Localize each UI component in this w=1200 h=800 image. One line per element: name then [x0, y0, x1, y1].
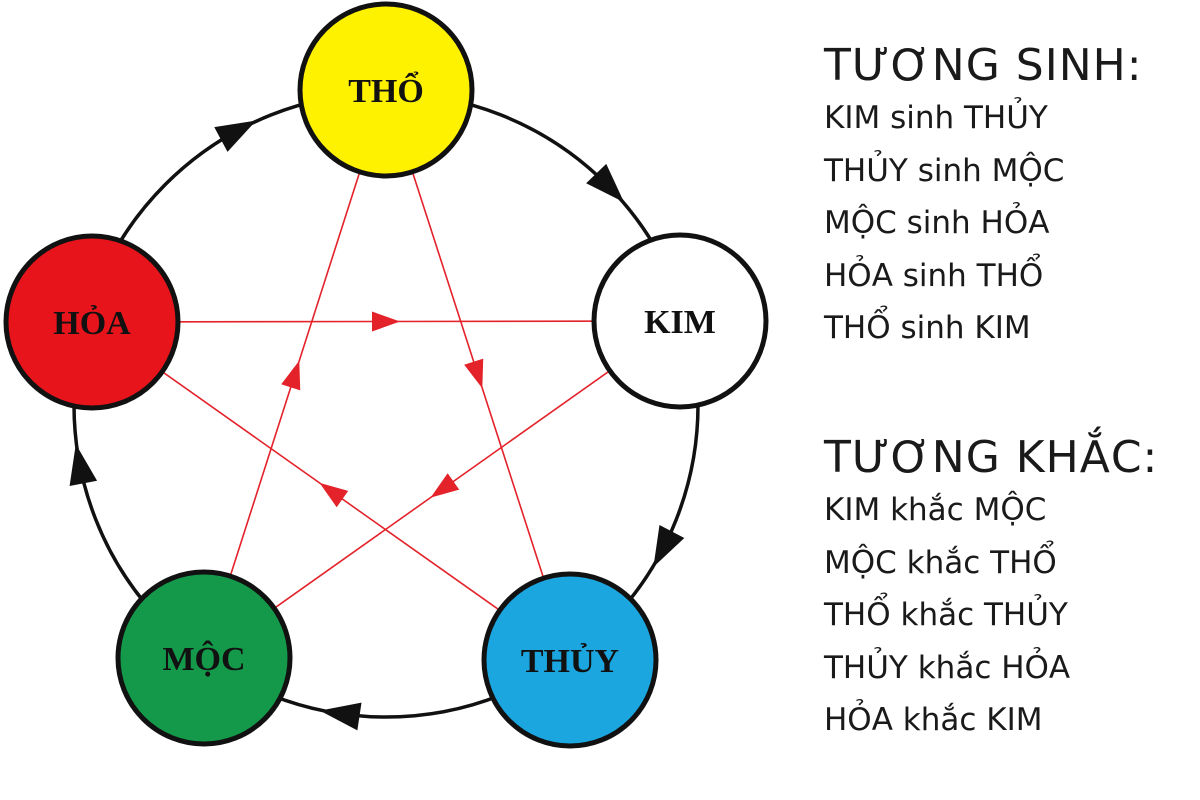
- element-circle-kim: [591, 232, 769, 410]
- element-label-hoa: HỎA: [53, 304, 131, 342]
- element-circle-hoa: [3, 233, 181, 411]
- element-circle-thuy: [481, 571, 659, 749]
- controlling-arrow-icon: [319, 482, 349, 508]
- tuong-sinh-item: MỘC sinh HỎA: [824, 205, 1050, 241]
- element-label-kim: KIM: [644, 304, 716, 341]
- tuong-khac-item: MỘC khắc THỔ: [824, 544, 1057, 581]
- generating-arrow-icon: [214, 120, 257, 152]
- five-elements-diagram: THỔ KIM THỦY MỘC HỎA: [3, 1, 769, 749]
- generating-arrow-icon: [319, 702, 362, 731]
- tuong-khac-title: TƯƠNG KHẮC:: [824, 432, 1159, 483]
- tuong-sinh-item: KIM sinh THỦY: [824, 100, 1048, 136]
- generating-arrow-icon: [586, 163, 625, 203]
- tuong-khac-section: TƯƠNG KHẮC: KIM khắc MỘC MỘC khắc THỔ TH…: [824, 432, 1158, 747]
- tuong-sinh-item: THỔ sinh KIM: [824, 310, 1031, 346]
- tuong-sinh-title: TƯƠNG SINH:: [824, 40, 1143, 91]
- tuong-khac-item: HỎA khắc KIM: [824, 702, 1043, 738]
- element-label-tho: THỔ: [348, 71, 424, 110]
- element-label-thuy: THỦY: [521, 642, 619, 680]
- element-label-moc: MỘC: [162, 640, 245, 678]
- controlling-arrow-icon: [371, 311, 400, 332]
- controlling-arrow-icon: [430, 473, 460, 498]
- controlling-arrow-icon: [281, 360, 301, 391]
- tuong-khac-item: THỦY khắc HỎA: [824, 649, 1071, 686]
- element-circle-tho: [297, 1, 475, 179]
- tuong-khac-item: KIM khắc MỘC: [824, 492, 1047, 528]
- element-circle-moc: [115, 569, 293, 747]
- tuong-khac-item: THỔ khắc THỦY: [824, 597, 1068, 633]
- tuong-sinh-section: TƯƠNG SINH: KIM sinh THỦY THỦY sinh MỘC …: [824, 40, 1143, 355]
- tuong-sinh-item: HỎA sinh THỔ: [824, 257, 1044, 294]
- controlling-arrow-icon: [464, 358, 484, 389]
- generating-arrow-icon: [653, 525, 685, 567]
- tuong-sinh-item: THỦY sinh MỘC: [824, 152, 1065, 189]
- generating-arrow-icon: [69, 444, 98, 486]
